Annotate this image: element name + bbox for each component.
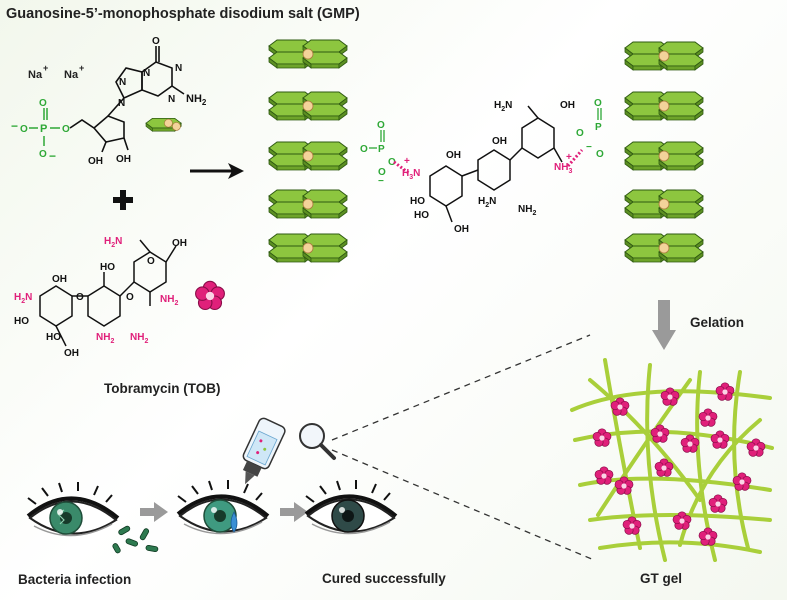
svg-text:O: O [360,144,368,155]
tob-structure: H2N H2N NH2 NH2 NH2 OH OH HO HO HO OH O … [14,236,226,359]
svg-text:H3N: H3N [402,168,420,181]
plus-icon [113,190,133,210]
svg-text:O: O [39,149,47,160]
svg-text:H2N: H2N [494,100,512,113]
cured-label: Cured successfully [322,571,446,586]
eye-drop-bottle-icon [242,417,286,485]
svg-text:+: + [404,156,410,167]
svg-text:OH: OH [116,154,131,165]
svg-text:O: O [39,98,47,109]
svg-text:O: O [378,167,386,178]
svg-text:HO: HO [14,316,29,327]
svg-text:P: P [378,144,385,155]
svg-text:OH: OH [560,100,575,111]
cured-eye [304,478,398,536]
magnifier-icon [299,423,336,460]
bacteria-icon [112,525,159,554]
svg-text:NH2: NH2 [160,294,178,307]
svg-text:OH: OH [446,150,461,161]
svg-text:O: O [20,124,28,135]
svg-text:+: + [43,63,48,73]
svg-text:Na: Na [28,69,43,81]
svg-text:NH2: NH2 [130,332,148,345]
gel-crosslink-flowers [592,382,766,546]
svg-text:O: O [152,36,160,47]
bacteria-infection-label: Bacteria infection [18,572,132,587]
svg-text:OH: OH [492,136,507,147]
svg-text:O: O [377,120,385,131]
svg-text:N: N [118,98,125,109]
central-tob-bridge: P O O O O P O O O − − [360,98,604,235]
svg-text:OH: OH [52,274,67,285]
svg-text:−: − [586,142,592,153]
svg-text:−: − [378,176,384,187]
treated-eye [176,478,270,536]
svg-text:OH: OH [64,348,79,359]
reaction-arrow [190,163,244,179]
svg-text:O: O [576,128,584,139]
svg-text:NH2: NH2 [186,93,207,107]
svg-text:N: N [175,63,182,74]
svg-text:OH: OH [88,156,103,167]
svg-text:Na: Na [64,69,79,81]
step-arrow-1 [140,502,168,522]
svg-text:O: O [388,157,396,168]
svg-text:P: P [40,123,47,135]
svg-text:O: O [126,292,134,303]
svg-text:+: + [566,152,572,163]
svg-text:+: + [79,63,84,73]
svg-text:N: N [168,94,175,105]
gelation-label: Gelation [690,315,745,330]
gquartet-stack-left [269,40,347,262]
svg-text:HO: HO [46,332,61,343]
tob-label: Tobramycin (TOB) [104,381,221,396]
svg-text:N: N [119,77,126,88]
svg-text:P: P [595,122,602,133]
svg-text:H2N: H2N [104,236,122,249]
svg-text:N: N [143,68,150,79]
svg-text:HO: HO [410,196,425,207]
svg-text:O: O [596,149,604,160]
svg-text:O: O [76,292,84,303]
gt-gel-label: GT gel [640,571,683,586]
svg-text:NH2: NH2 [518,204,536,217]
gelation-arrow [652,300,676,350]
infected-eye [26,480,120,538]
svg-text:NH3: NH3 [554,162,572,175]
svg-text:HO: HO [100,262,115,273]
svg-text:−: − [49,149,56,163]
svg-text:−: − [11,119,18,133]
svg-text:HO: HO [414,210,429,221]
zoom-lines [331,334,595,561]
gquartet-stack-right [625,42,703,262]
gmp-structure: Na + Na + P O O O O − − [11,36,207,167]
figure-title: Guanosine-5’-monophosphate disodium salt… [6,6,360,22]
svg-text:OH: OH [172,238,187,249]
step-arrow-2 [280,502,308,522]
svg-text:H2N: H2N [478,196,496,209]
svg-text:O: O [147,256,155,267]
svg-text:NH2: NH2 [96,332,114,345]
gmp-phosphate: P O O O O − − [11,98,70,163]
svg-text:O: O [62,124,70,135]
svg-text:H2N: H2N [14,292,32,305]
svg-text:OH: OH [454,224,469,235]
svg-text:O: O [594,98,602,109]
